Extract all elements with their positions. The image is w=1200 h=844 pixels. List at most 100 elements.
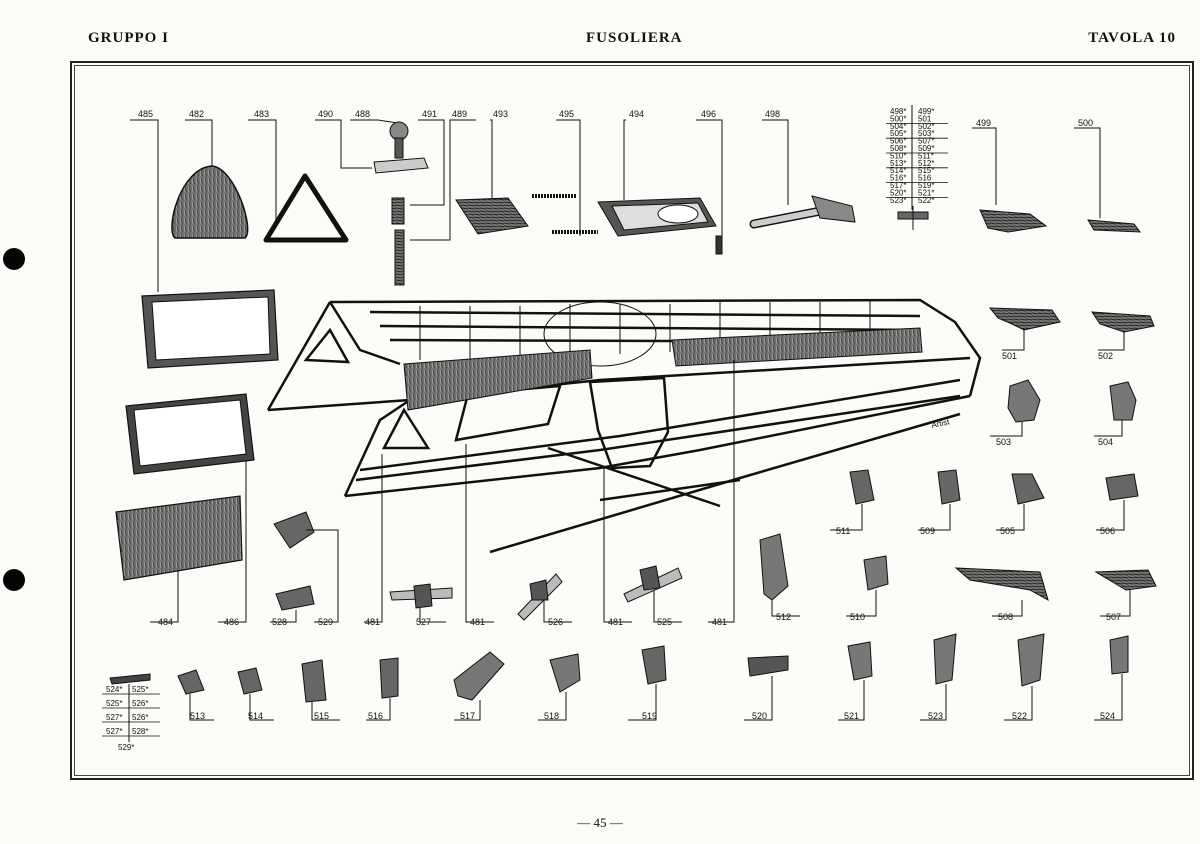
- part-label: 481: [470, 617, 485, 627]
- part-label: 524*: [106, 685, 122, 694]
- part-label: 529*: [118, 743, 134, 752]
- part-label: 491: [422, 109, 437, 119]
- top-labels: 485 482 483 490 488 491 489 493 495 494 …: [138, 109, 780, 119]
- middle-row-parts: [270, 360, 735, 623]
- part-label: 483: [254, 109, 269, 119]
- part-label: 490: [318, 109, 333, 119]
- section-title: FUSOLIERA: [586, 30, 683, 46]
- part-label: 508*: [890, 144, 906, 153]
- part-label: 521: [844, 711, 859, 721]
- part-label: 510: [850, 612, 865, 622]
- part-label: 493: [493, 109, 508, 119]
- plate-border-inner: [74, 65, 1190, 776]
- part-label: 500: [1078, 118, 1093, 128]
- top-row-parts: [130, 119, 856, 292]
- part-label: 513: [190, 711, 205, 721]
- part-label: 520: [752, 711, 767, 721]
- part-label: 517: [460, 711, 475, 721]
- part-label: 482: [189, 109, 204, 119]
- part-label: 515*: [918, 166, 934, 175]
- part-label: 519*: [918, 181, 934, 190]
- plate-border: [70, 61, 1194, 780]
- part-label: 507*: [918, 137, 934, 146]
- part-label: 501: [1002, 351, 1017, 361]
- part-label: 488: [355, 109, 370, 119]
- part-label: 512: [776, 612, 791, 622]
- part-label: 485: [138, 109, 153, 119]
- part-label: 511: [836, 526, 850, 536]
- part-label: 515: [314, 711, 329, 721]
- binder-hole-icon: [3, 569, 25, 591]
- part-label: 499: [976, 118, 991, 128]
- part-label: 512*: [918, 159, 934, 168]
- middle-labels: 484 486 528 529 481 527 481 526 481 525 …: [158, 617, 727, 627]
- fuselage-skin: [403, 349, 593, 411]
- left-column-parts: [115, 289, 279, 623]
- part-label: 516: [368, 711, 383, 721]
- part-label: 500*: [890, 114, 906, 123]
- part-label: 486: [224, 617, 239, 627]
- part-label: 489: [452, 109, 467, 119]
- part-label: 504: [1098, 437, 1113, 447]
- part-label: 503: [996, 437, 1011, 447]
- part-number-index-top: 498*499*500*501504*502*505*503*506*507*5…: [886, 105, 948, 210]
- part-label: 510*: [890, 151, 906, 160]
- artist-signature: Artist: [931, 417, 951, 430]
- part-label: 527*: [106, 727, 122, 736]
- part-label: 526: [548, 617, 563, 627]
- part-label: 494: [629, 109, 644, 119]
- part-label: 499*: [918, 107, 934, 116]
- part-label: 523: [928, 711, 943, 721]
- part-label: 521*: [918, 188, 934, 197]
- part-label: 527*: [106, 713, 122, 722]
- page-number: — 45 —: [577, 815, 623, 830]
- part-label: 520*: [890, 188, 906, 197]
- group-label: GRUPPO I: [88, 30, 169, 46]
- part-label: 526*: [132, 713, 148, 722]
- part-label: 481: [608, 617, 623, 627]
- part-label: 528: [272, 617, 287, 627]
- plate-number: TAVOLA 10: [1088, 30, 1176, 46]
- part-label: 502*: [918, 122, 934, 131]
- part-label: 509*: [918, 144, 934, 153]
- part-label: 506: [1100, 526, 1115, 536]
- part-label: 511*: [918, 151, 934, 160]
- part-label: 496: [701, 109, 716, 119]
- part-label: 508: [998, 612, 1013, 622]
- bottom-row-parts: [109, 633, 1129, 721]
- part-label: 498: [765, 109, 780, 119]
- fuselage-grid: [419, 300, 871, 367]
- part-label: 516: [918, 174, 932, 183]
- part-label: 502: [1098, 351, 1113, 361]
- part-label: 519: [642, 711, 657, 721]
- part-label: 525: [657, 617, 672, 627]
- part-label: 522*: [918, 196, 934, 205]
- part-label: 509: [920, 526, 935, 536]
- part-label: 506*: [890, 137, 906, 146]
- part-label: 495: [559, 109, 574, 119]
- part-label: 524: [1100, 711, 1115, 721]
- part-label: 498*: [890, 107, 906, 116]
- part-label: 518: [544, 711, 559, 721]
- part-label: 484: [158, 617, 173, 627]
- part-label: 505*: [890, 129, 906, 138]
- part-label: 523*: [890, 196, 906, 205]
- page-header: GRUPPO I FUSOLIERA TAVOLA 10: [88, 30, 1176, 52]
- binder-hole-icon: [3, 248, 25, 270]
- part-label: 525*: [132, 685, 148, 694]
- part-number-index-bottom: 529* 524*525*525*526*527*526*527*528*: [102, 684, 160, 752]
- part-label: 481: [712, 617, 727, 627]
- part-label: 514: [248, 711, 263, 721]
- part-label: 481: [365, 617, 380, 627]
- part-label: 525*: [106, 699, 122, 708]
- part-label: 513*: [890, 159, 906, 168]
- part-label: 504*: [890, 122, 906, 131]
- part-label: 517*: [890, 181, 906, 190]
- part-label: 522: [1012, 711, 1027, 721]
- part-label: 516*: [890, 174, 906, 183]
- part-label: 507: [1106, 612, 1121, 622]
- part-label: 514*: [890, 166, 906, 175]
- part-label: 526*: [132, 699, 148, 708]
- bottom-labels: 513 514 515 516 517 518 519 520 521 523 …: [190, 711, 1115, 721]
